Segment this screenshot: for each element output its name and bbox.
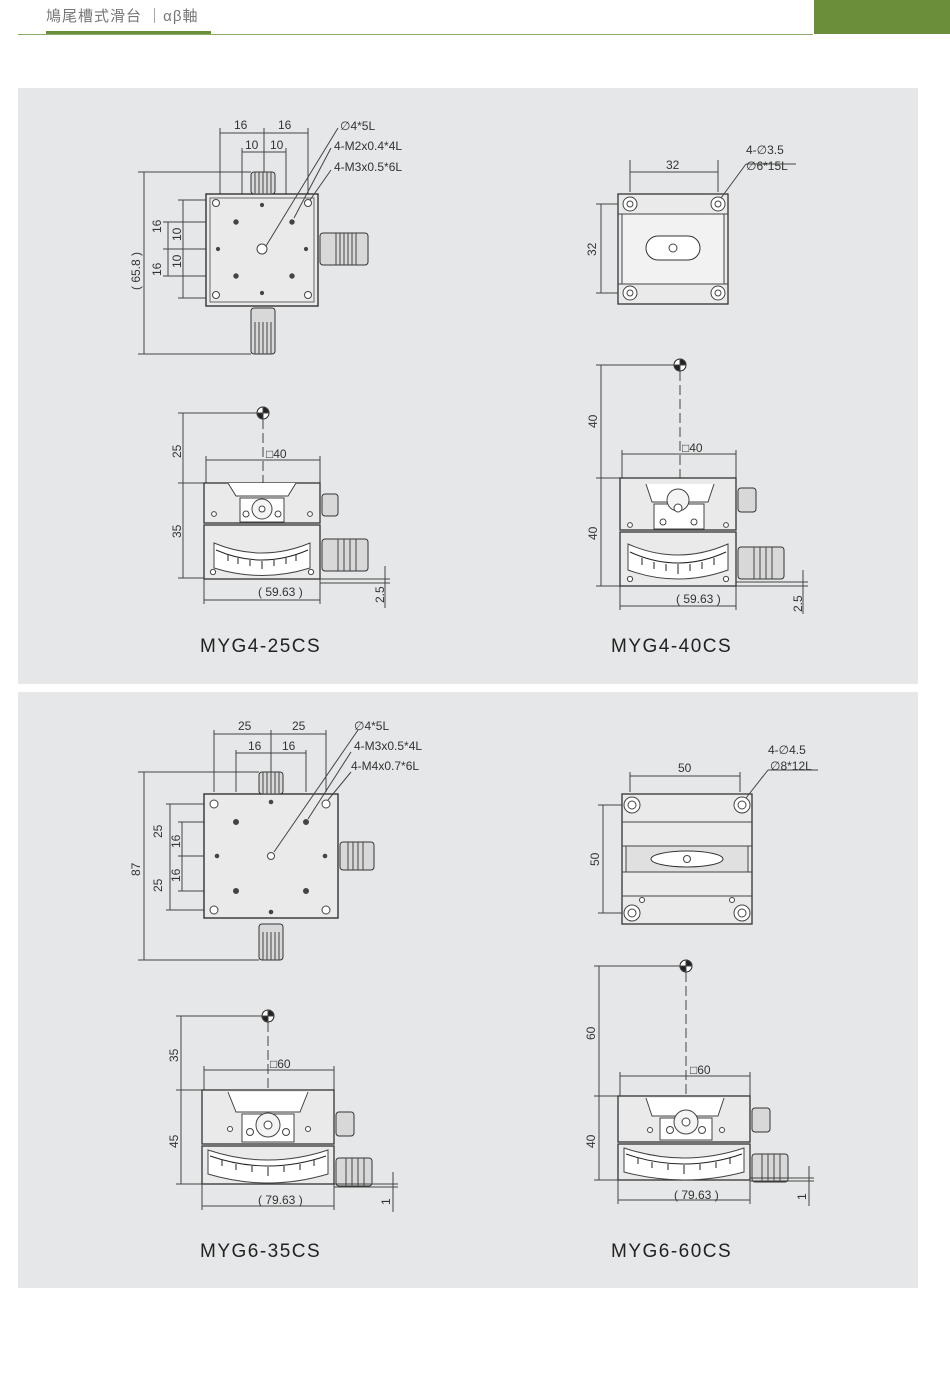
myg4-40cs-top-labels: 32 32 4-∅3.5 ∅6*15L [585,143,788,256]
model-name: MYG4-40CS [611,636,733,657]
dim-label: 16 [282,739,296,753]
dim-label: 45 [167,1134,181,1148]
dim-label: ( 65.8 ) [129,252,143,290]
dim-label: 10 [170,227,184,241]
dim-label: □60 [690,1063,711,1077]
dim-label: ( 79.63 ) [674,1188,719,1202]
dim-label: 32 [666,158,680,172]
dim-label: 50 [588,852,602,866]
header-accent-tab [814,0,950,34]
myg6-60cs-side-view [594,959,814,1206]
hole-spec: 4-∅3.5 [746,143,784,157]
myg4-40cs-side-view [596,358,808,614]
dim-label: 16 [234,118,248,132]
dim-label: 16 [150,262,164,276]
model-name: MYG6-60CS [611,1241,733,1262]
dim-label: 16 [169,868,183,882]
model-name: MYG4-25CS [200,636,322,657]
dim-label: 16 [248,739,262,753]
myg6-60cs-top-view [598,769,818,925]
dim-label: 10 [170,254,184,268]
dim-label: 87 [129,862,143,876]
dim-label: 60 [584,1026,598,1040]
dim-label: 2.5 [373,586,387,603]
dim-label: ( 59.63 ) [258,585,303,599]
drawing-panel-top: 16 16 10 10 ∅4*5L 4-M2x0.4*4L 4-M3x0.5*6… [129,118,808,614]
product-panel-bottom: 25 25 16 16 ∅4*5L 4-M3x0.5*4L 4-M4x0.7*6… [18,692,918,1288]
myg4-25cs-side-view [178,406,390,608]
dim-label: 35 [170,524,184,538]
myg6-35cs-top-labels: 25 25 16 16 ∅4*5L 4-M3x0.5*4L 4-M4x0.7*6… [129,719,422,892]
dim-label: 2.5 [791,595,805,612]
dim-label: 16 [169,834,183,848]
dim-label: 10 [245,138,259,152]
product-panel-top: 16 16 10 10 ∅4*5L 4-M2x0.4*4L 4-M3x0.5*6… [18,88,918,684]
dim-label: □40 [682,441,703,455]
hole-spec: ∅4*5L [340,119,375,133]
myg4-40cs-side-labels: 40 □40 40 ( 59.63 ) 2.5 [586,414,805,612]
myg4-40cs-top-view [596,160,796,305]
dim-label: 10 [270,138,284,152]
dim-label: 1 [795,1193,809,1200]
dim-label: 25 [151,878,165,892]
dim-label: 25 [170,444,184,458]
myg4-25cs-top-view [138,127,369,355]
header-divider [18,34,813,35]
dim-label: 25 [151,824,165,838]
hole-spec: 4-M3x0.5*4L [354,739,422,753]
dim-label: ( 79.63 ) [258,1193,303,1207]
dim-label: 25 [238,719,252,733]
dim-label: 40 [584,1134,598,1148]
myg6-60cs-side-labels: 60 □60 40 ( 79.63 ) 1 [584,1026,809,1202]
hole-spec: 4-∅4.5 [768,743,806,757]
dim-label: 40 [586,526,600,540]
dim-label: 1 [379,1198,393,1205]
hole-spec: 4-M3x0.5*6L [334,160,402,174]
dim-label: 32 [585,242,599,256]
hole-spec: ∅6*15L [746,159,788,173]
dim-label: 16 [150,219,164,233]
hole-spec: 4-M4x0.7*6L [351,759,419,773]
dim-label: ( 59.63 ) [676,592,721,606]
dim-label: 50 [678,761,692,775]
dim-label: □40 [266,447,287,461]
myg6-35cs-side-labels: 35 □60 45 ( 79.63 ) 1 [167,1048,393,1207]
dim-label: 16 [278,118,292,132]
dim-label: 25 [292,719,306,733]
dim-label: □60 [270,1057,291,1071]
dim-label: 35 [167,1048,181,1062]
hole-spec: 4-M2x0.4*4L [334,139,402,153]
page-header: 鳩尾槽式滑台 ｜αβ軸 [0,0,950,36]
hole-spec: ∅8*12L [770,759,812,773]
drawing-panel-bottom: 25 25 16 16 ∅4*5L 4-M3x0.5*4L 4-M4x0.7*6… [129,719,818,1212]
myg6-35cs-top-view [138,729,375,961]
myg4-25cs-top-labels: 16 16 10 10 ∅4*5L 4-M2x0.4*4L 4-M3x0.5*6… [129,118,402,290]
hole-spec: ∅4*5L [354,719,389,733]
model-name: MYG6-35CS [200,1241,322,1262]
section-title: 鳩尾槽式滑台 ｜αβ軸 [46,8,199,25]
myg6-35cs-side-view [176,1009,398,1212]
myg6-60cs-top-labels: 50 50 4-∅4.5 ∅8*12L [588,743,812,866]
dim-label: 40 [586,414,600,428]
title-underline [46,31,211,34]
myg4-25cs-side-labels: 25 □40 35 ( 59.63 ) 2.5 [170,444,387,603]
